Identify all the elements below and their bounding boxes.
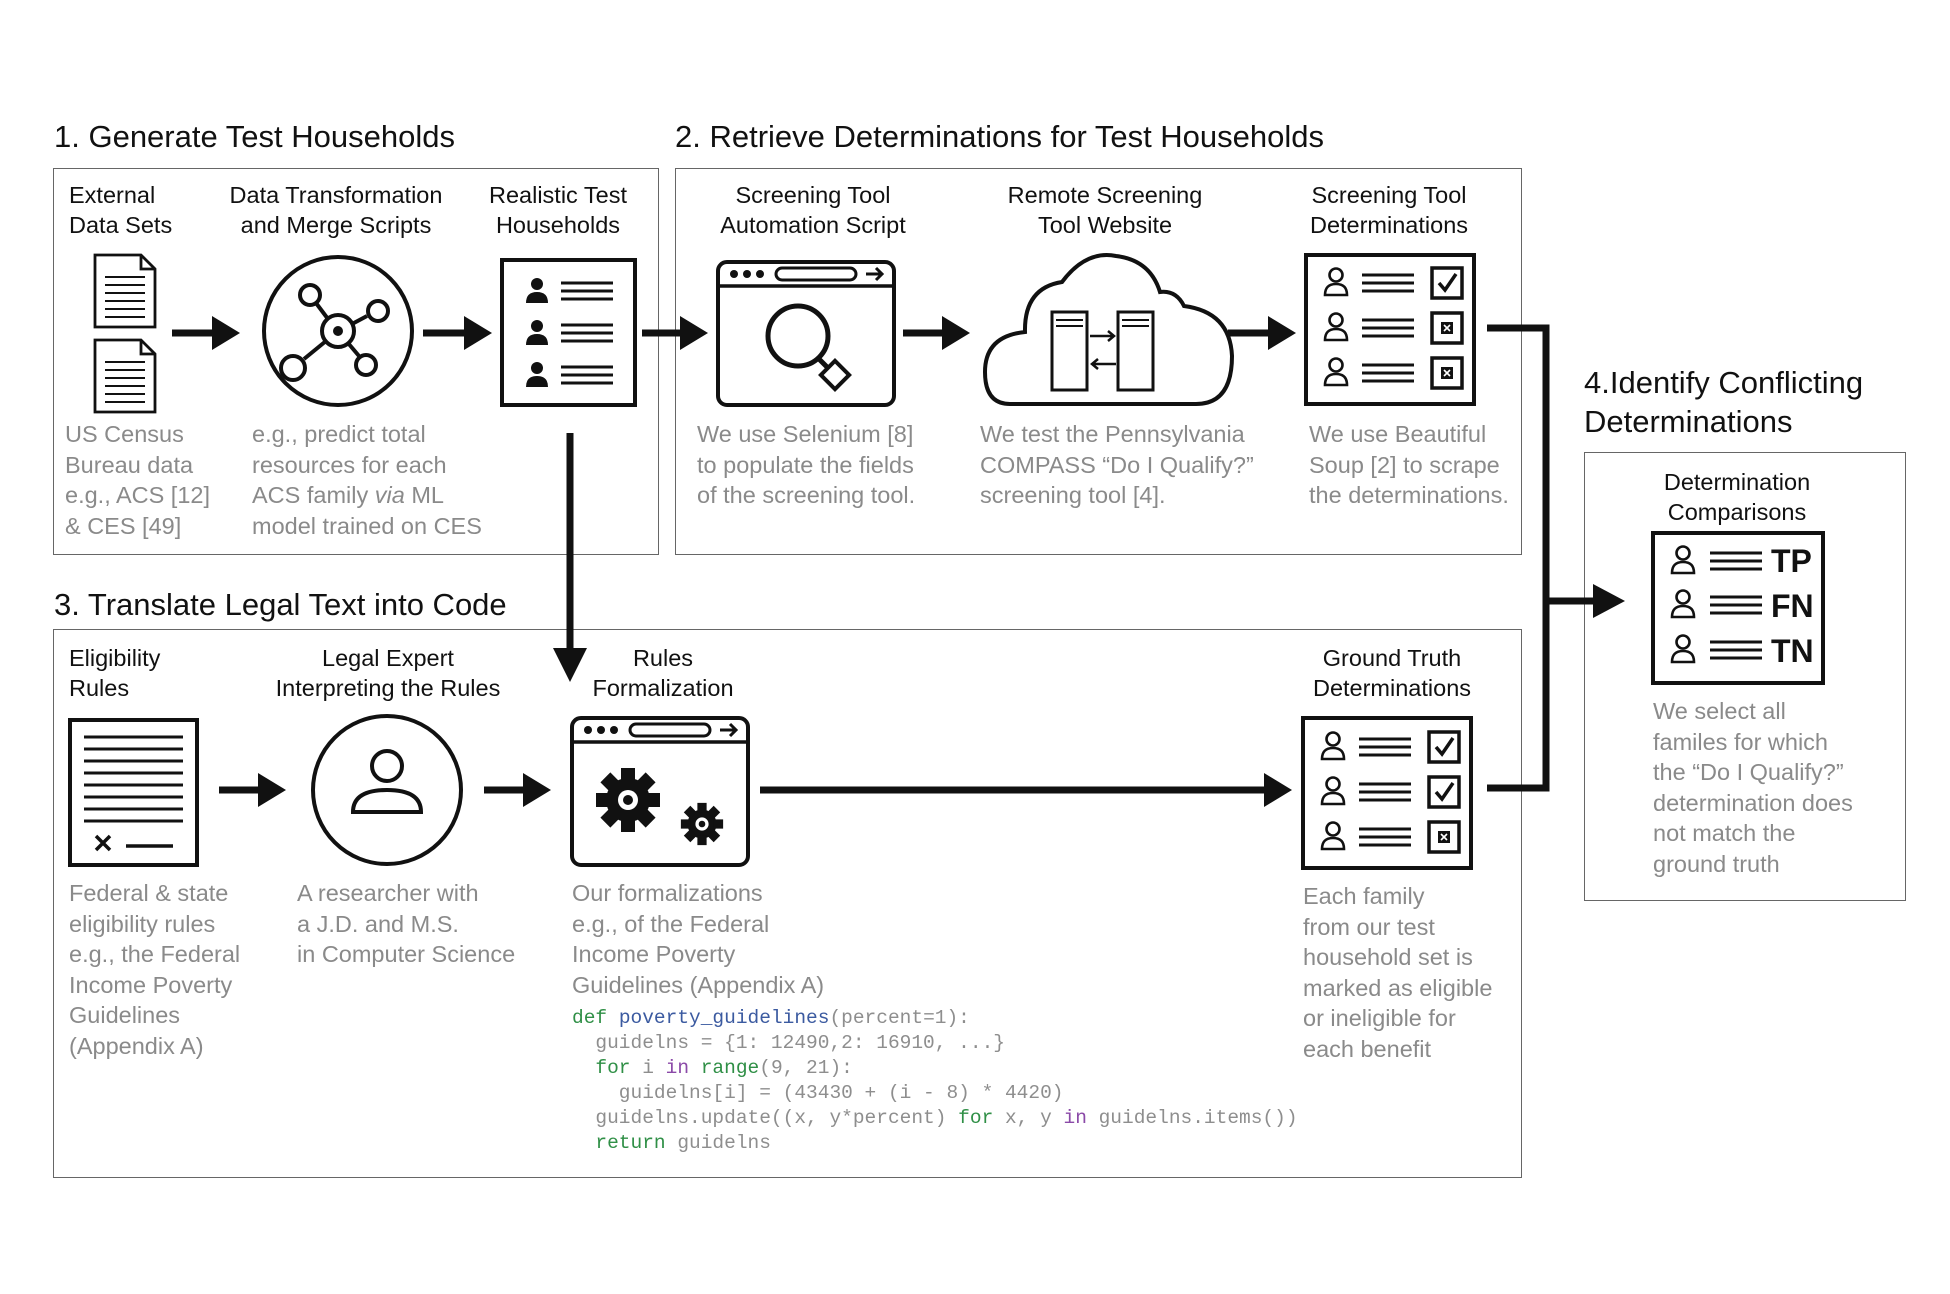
badge-tn: TN bbox=[1771, 633, 1814, 669]
eligibility-rules-desc: Federal & state eligibility rules e.g., … bbox=[69, 880, 241, 1059]
beautiful-soup-desc: We use Beautiful Soup [2] to scrape the … bbox=[1309, 421, 1509, 508]
households-list-icon bbox=[500, 258, 637, 407]
determination-comparisons-label: Determination Comparisons bbox=[1663, 469, 1811, 525]
data-transformation-desc: e.g., predict total resources for each A… bbox=[252, 421, 482, 539]
stage3-panel bbox=[53, 629, 1522, 1178]
automation-script-label: Screening Tool Automation Script bbox=[720, 182, 906, 238]
legal-expert-label: Legal Expert Interpreting the Rules bbox=[275, 645, 501, 701]
formalizations-desc: Our formalizations e.g., of the Federal … bbox=[572, 880, 825, 998]
badge-fn: FN bbox=[1771, 588, 1814, 624]
browser-search-icon bbox=[716, 260, 896, 407]
legal-expert-icon bbox=[311, 714, 463, 866]
legal-document-icon bbox=[68, 718, 199, 867]
document-icon-1 bbox=[93, 253, 157, 329]
rules-formalization-label: Rules Formalization bbox=[592, 645, 734, 701]
rules-formalization-icon bbox=[570, 716, 750, 867]
ground-truth-desc: Each family from our test household set … bbox=[1303, 883, 1493, 1062]
selenium-desc: We use Selenium [8] to populate the fiel… bbox=[697, 421, 916, 508]
stage2-title: 2. Retrieve Determinations for Test Hous… bbox=[675, 119, 1325, 154]
compass-desc: We test the Pennsylvania COMPASS “Do I Q… bbox=[980, 421, 1254, 508]
researcher-desc: A researcher with a J.D. and M.S. in Com… bbox=[297, 880, 516, 967]
remote-website-label: Remote Screening Tool Website bbox=[1007, 182, 1203, 238]
stage4-title: 4.Identify Conflicting Determinations bbox=[1584, 365, 1864, 439]
external-data-desc: US Census Bureau data e.g., ACS [12] & C… bbox=[65, 421, 211, 539]
realistic-households-label: Realistic Test Households bbox=[488, 182, 627, 238]
comparisons-icon bbox=[1651, 531, 1825, 685]
flow-arrows bbox=[172, 316, 1625, 807]
badge-tp: TP bbox=[1771, 543, 1812, 579]
stage1-title: 1. Generate Test Households bbox=[54, 119, 455, 154]
poverty-guidelines-code: def poverty_guidelines(percent=1): guide… bbox=[572, 1007, 1298, 1154]
stage2-panel bbox=[675, 168, 1522, 555]
data-transformation-label: Data Transformation and Merge Scripts bbox=[229, 182, 443, 238]
comparisons-desc: We select all familes for which the “Do … bbox=[1653, 698, 1853, 877]
ground-truth-icon bbox=[1301, 716, 1473, 870]
stage1-panel bbox=[53, 168, 659, 555]
stage3-title: 3. Translate Legal Text into Code bbox=[54, 587, 507, 622]
screening-determinations-label: Screening Tool Determinations bbox=[1309, 182, 1469, 238]
eligibility-rules-label: Eligibility Rules bbox=[69, 645, 161, 701]
cloud-servers-icon bbox=[982, 253, 1235, 406]
screening-determinations-icon bbox=[1304, 253, 1476, 406]
document-icon-2 bbox=[93, 338, 157, 414]
ground-truth-label: Ground Truth Determinations bbox=[1312, 645, 1472, 701]
stage4-panel bbox=[1584, 452, 1906, 901]
network-hub-icon bbox=[262, 255, 414, 407]
external-data-sets-label: External Data Sets bbox=[69, 182, 173, 238]
